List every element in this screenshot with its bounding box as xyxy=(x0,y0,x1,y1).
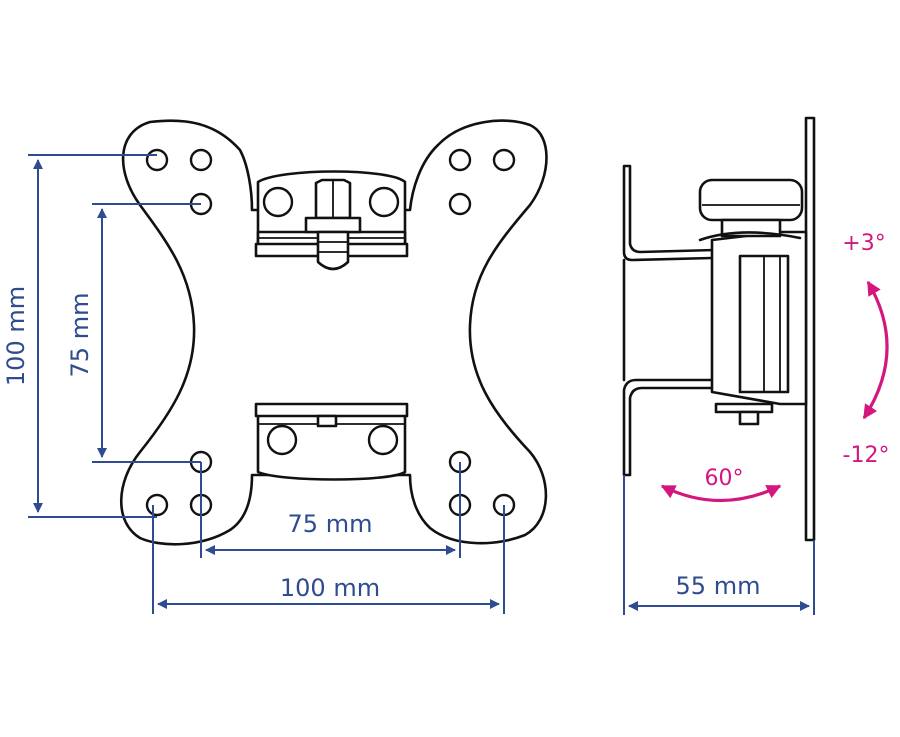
hole-100-bottom-left xyxy=(145,493,169,517)
vesa-plate-outline xyxy=(120,119,548,546)
lower-bracket-hole-left xyxy=(266,424,298,456)
lower-screw xyxy=(738,410,760,426)
vesa-plate-side-lower xyxy=(622,378,714,477)
lower-bracket xyxy=(254,402,409,481)
hole-75-top-right xyxy=(448,192,472,216)
label-tilt-down: -12° xyxy=(843,443,890,468)
upper-bracket-hole-right xyxy=(368,186,400,218)
mount-side-view xyxy=(622,116,816,542)
tilt-arc xyxy=(862,280,889,420)
label-tilt-up: +3° xyxy=(842,231,885,256)
lower-bracket-hole-right xyxy=(367,424,399,456)
hole-100-top-right xyxy=(492,148,516,172)
label-vertical-100: 100 mm xyxy=(2,286,30,386)
swivel-arc xyxy=(660,484,782,503)
lower-bracket-tab xyxy=(316,414,338,428)
front-dimensions xyxy=(28,154,505,614)
tilt-bolt-washer xyxy=(304,216,362,234)
vesa-holes xyxy=(145,148,516,517)
label-depth-55: 55 mm xyxy=(676,572,761,600)
label-horizontal-100: 100 mm xyxy=(280,574,380,602)
lower-bracket-body xyxy=(256,408,407,481)
hole-top-right-2 xyxy=(448,148,472,172)
label-swivel: 60° xyxy=(705,466,744,491)
tilt-bolt-thread xyxy=(316,230,350,271)
vesa-plate-front-view xyxy=(120,119,548,546)
side-dimensions xyxy=(623,475,815,615)
hole-100-top-left xyxy=(145,148,169,172)
label-vertical-75: 75 mm xyxy=(66,293,94,378)
vesa-plate-side xyxy=(622,164,717,262)
label-horizontal-75: 75 mm xyxy=(288,510,373,538)
lower-bracket-rail xyxy=(254,402,409,418)
upper-bracket xyxy=(254,170,409,271)
upper-bracket-hole-left xyxy=(262,186,294,218)
hole-top-left-2 xyxy=(189,148,213,172)
tilt-knob xyxy=(698,178,804,222)
